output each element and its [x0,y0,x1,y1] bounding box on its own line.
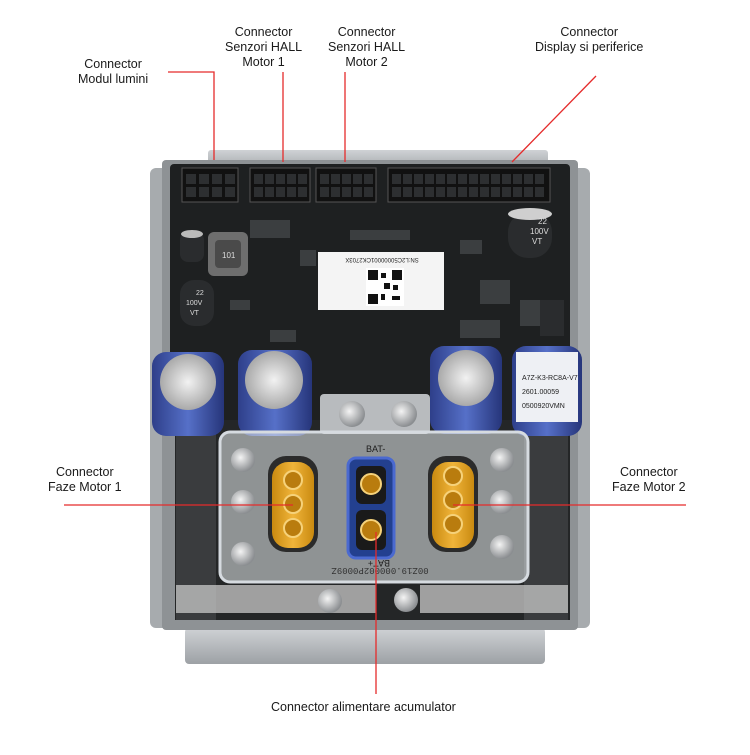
header-pin [447,174,456,184]
header-pin [469,187,478,197]
capacitor-tiny [180,230,204,262]
header-pin [535,174,544,184]
header-pin [491,174,500,184]
side-screws [231,448,514,566]
label-acumulator: Connector alimentare acumulator [271,700,456,714]
svg-text:101: 101 [222,251,236,260]
capacitor-small-left: 22 100V VT [180,280,214,326]
svg-text:22: 22 [196,290,204,297]
header-pin [403,187,412,197]
header-pin [502,174,511,184]
header-pin [458,174,467,184]
callout-line-modul-lumini [168,71,215,160]
header-pin [502,187,511,197]
header-modul-lumini [181,167,239,203]
serial-number-text: SN:L2C50000001CK2703X [345,256,418,262]
xt-connector-motor2 [428,456,478,552]
header-pin [414,174,423,184]
header-pin [535,187,544,197]
header-pin [425,174,434,184]
header-pin [480,174,489,184]
electrolytic-capacitors: A7Z-K3-RC8A-V7 2601.00059 0500920VMN [152,346,582,436]
header-hall-motor1 [249,167,311,203]
header-pin [392,187,401,197]
svg-text:22: 22 [538,217,547,226]
header-pin [447,187,456,197]
svg-text:0500920VMN: 0500920VMN [522,403,565,410]
busbar-screws-bottom [318,588,418,613]
header-pin [491,187,500,197]
svg-text:100V: 100V [186,300,203,307]
header-pin [436,174,445,184]
xt-connector-motor1 [268,456,318,552]
header-pin [524,187,533,197]
header-pin [524,174,533,184]
capacitor-small-top-right: 22 100V VT [508,208,552,258]
header-pin [480,187,489,197]
serial-qr-sticker [318,252,444,310]
header-display [387,167,551,203]
busbar-screws-top [320,394,430,434]
svg-text:2601.00059: 2601.00059 [522,389,559,396]
header-pin [513,187,522,197]
svg-text:100V: 100V [530,227,549,236]
header-pin [403,174,412,184]
bat-minus-text: BAT- [366,444,385,454]
header-pin [469,174,478,184]
bat-plus-text: BAT+ [368,558,390,568]
svg-text:VT: VT [190,310,200,317]
header-pin [392,174,401,184]
battery-connector [346,456,396,560]
svg-text:VT: VT [532,237,542,246]
callout-lines [64,71,686,694]
header-pin [458,187,467,197]
svg-text:A7Z-K3-RC8A-V7: A7Z-K3-RC8A-V7 [522,375,578,382]
header-pin [436,187,445,197]
header-pin [425,187,434,197]
header-pin [414,187,423,197]
header-pin [513,174,522,184]
bottom-code-text: 00Z19.000002P0009Z [331,565,429,575]
inductor: 101 [208,232,248,276]
header-hall-motor2 [315,167,377,203]
callout-line-display [511,75,597,163]
